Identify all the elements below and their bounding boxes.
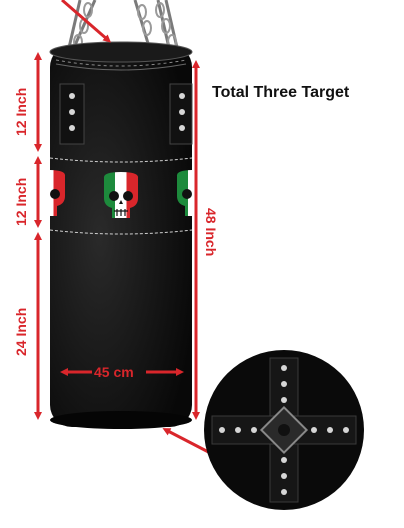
chain-icon	[66, 0, 180, 53]
label-total-height: 48 Inch	[203, 208, 219, 256]
skull-icon	[50, 170, 192, 218]
label-top-height: 12 Inch	[13, 88, 29, 136]
straps-base-icon	[204, 350, 364, 510]
pointer-arrow-top	[61, 0, 112, 43]
label-middle-height: 12 Inch	[13, 178, 29, 226]
punching-bag	[49, 41, 193, 429]
label-diameter: 45 cm	[94, 364, 134, 380]
label-bottom-height: 24 Inch	[13, 308, 29, 356]
page-title: Total Three Target	[212, 84, 350, 101]
